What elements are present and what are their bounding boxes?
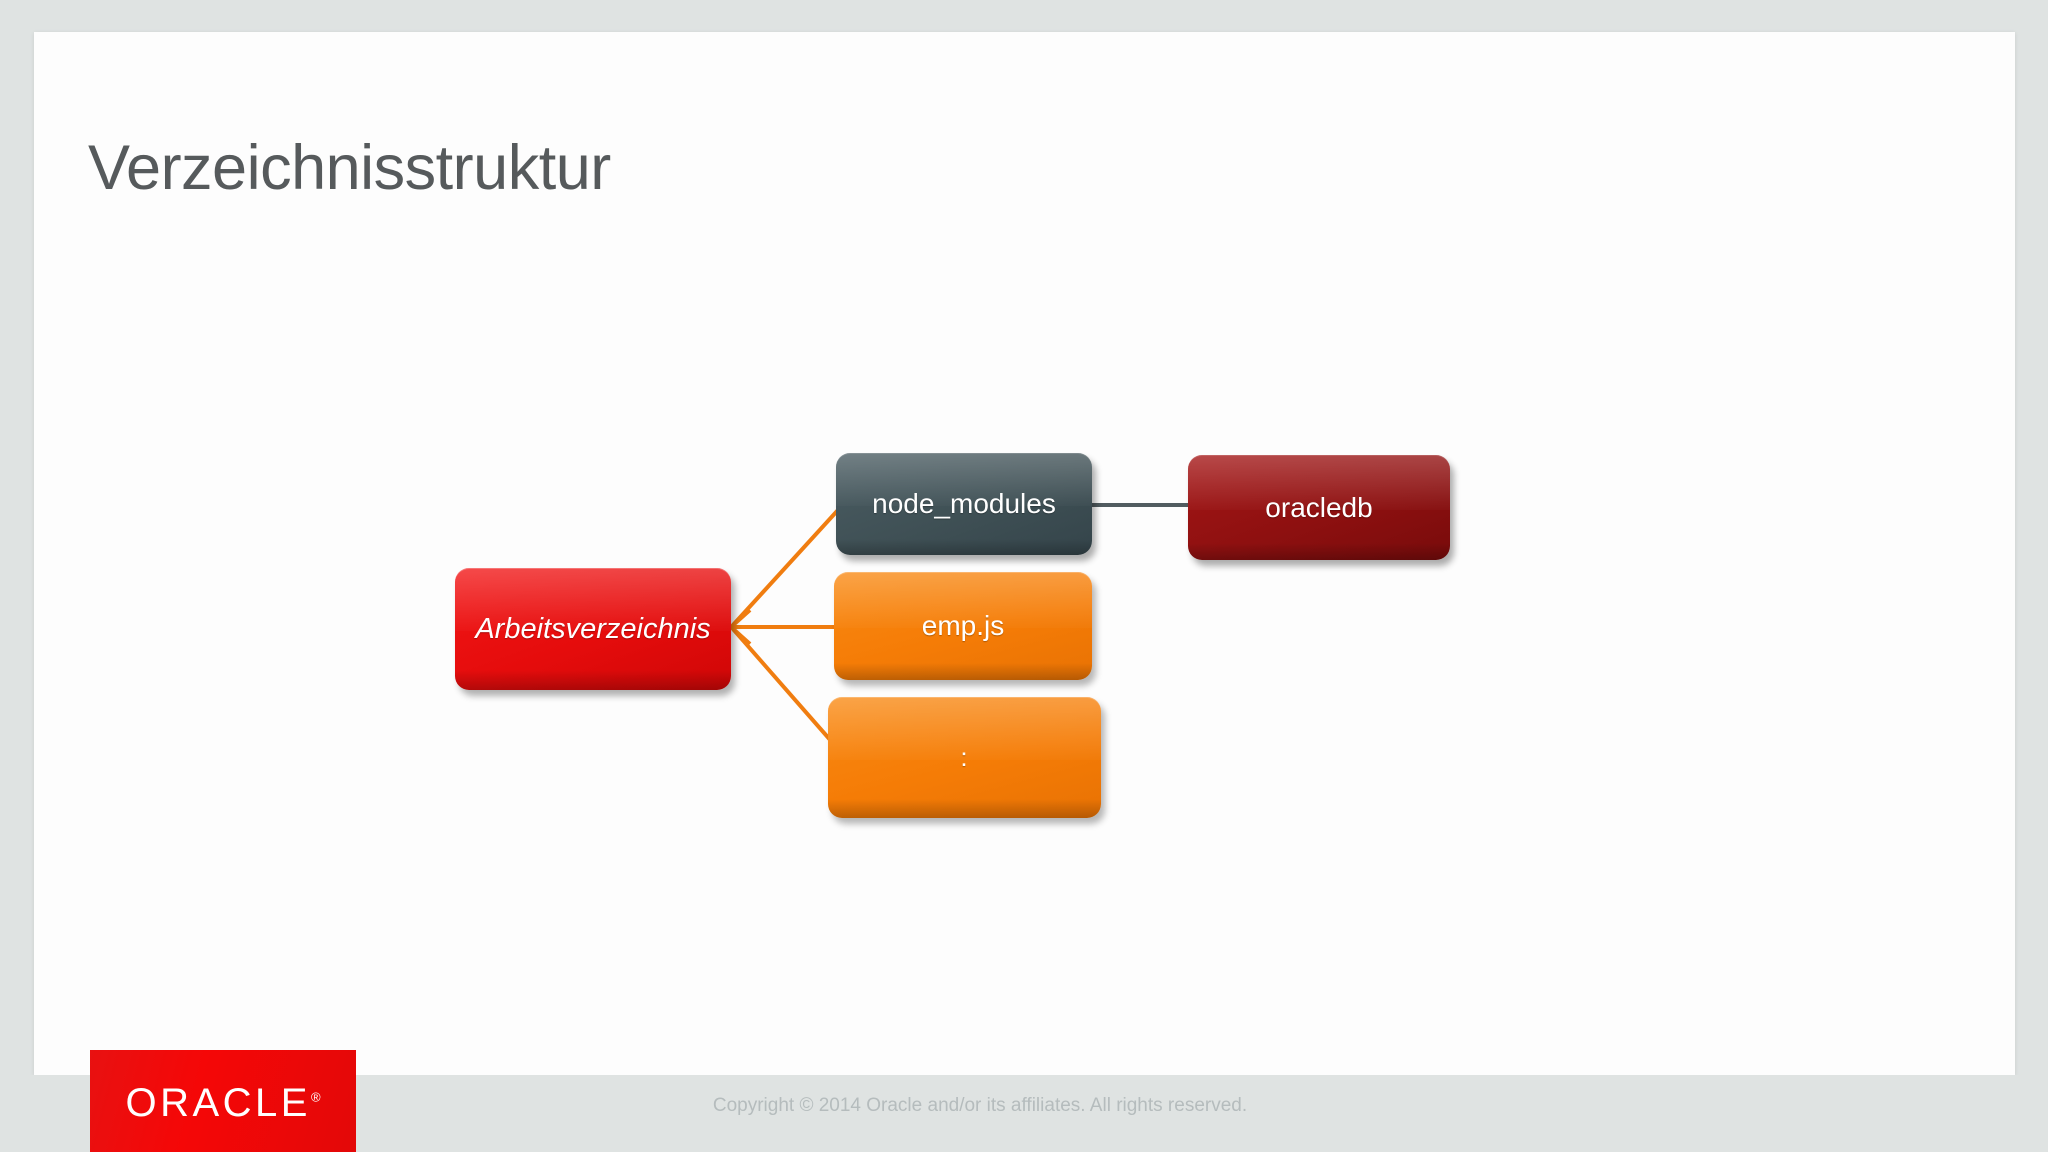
diagram-node-label: oracledb [1265,491,1373,523]
oracle-wordmark: ORACLE® [125,1081,320,1126]
edge-arrowhead-root [728,608,752,646]
oracle-wordmark-text: ORACLE [125,1080,311,1125]
directory-structure-diagram: Arbeitsverzeichnis node_modules emp.js :… [34,32,2015,1075]
diagram-node-node-modules[interactable]: node_modules [836,453,1092,555]
edge-root-to-node-modules [731,508,840,627]
diagram-node-label: : [960,742,969,772]
page-title: Verzeichnisstruktur [88,133,611,203]
diagram-node-label: emp.js [921,610,1005,641]
copyright-text: Copyright © 2014 Oracle and/or its affil… [712,1095,1248,1116]
diagram-node-label: Arbeitsverzeichnis [475,612,711,645]
diagram-node-emp-js[interactable]: emp.js [834,572,1092,680]
oracle-logo: ORACLE® [90,1050,356,1152]
diagram-node-oracledb[interactable]: oracledb [1188,455,1450,560]
diagram-node-arbeitsverzeichnis[interactable]: Arbeitsverzeichnis [455,568,731,690]
diagram-node-ellipsis[interactable]: : [828,697,1101,818]
diagram-node-label: node_modules [872,488,1056,519]
registered-trademark-icon: ® [310,1089,321,1105]
slide-canvas: Verzeichnisstruktur Arbeitsverzeichnis n… [34,32,2015,1075]
edge-root-to-ellipsis [731,627,834,744]
